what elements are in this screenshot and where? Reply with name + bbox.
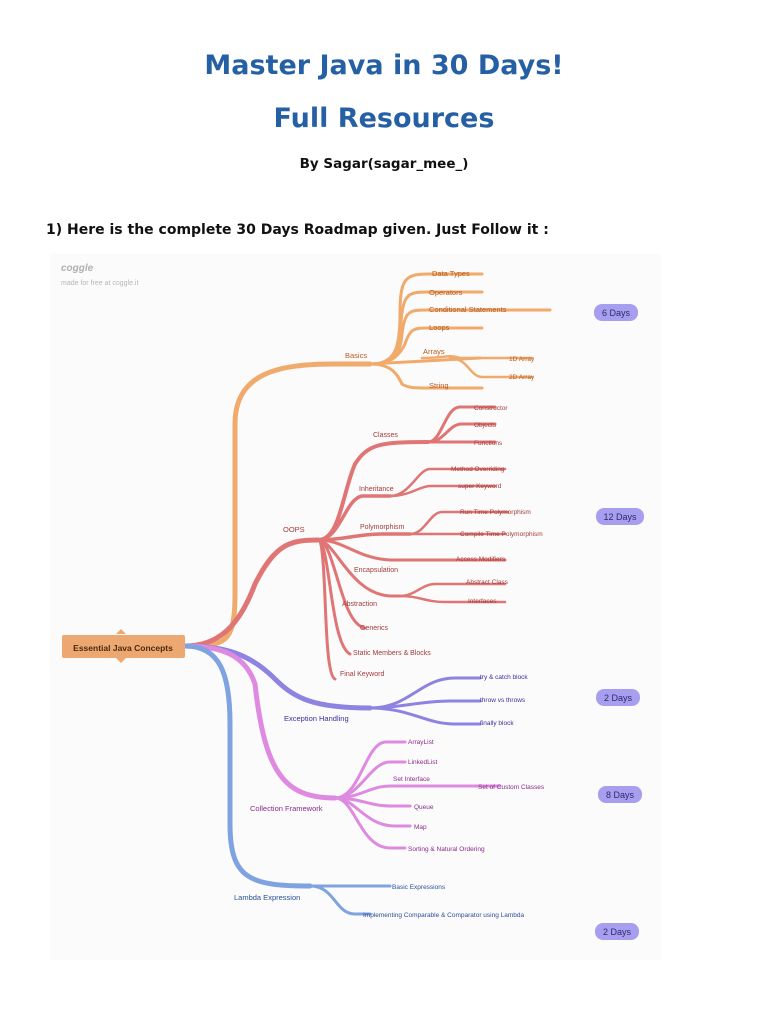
node-final-keyword: Final Keyword <box>340 671 384 678</box>
mindmap-canvas: coggle made for free at coggle.it Basics… <box>61 263 644 940</box>
badge-basics-label: 6 Days <box>602 308 631 318</box>
root-node-label: Essential Java Concepts <box>73 643 173 653</box>
badge-basics: 6 Days <box>594 304 638 321</box>
node-compile-time-polymorphism: Compile Time Polymorphism <box>460 531 543 538</box>
node-oops: OOPS <box>283 525 305 534</box>
coggle-watermark: made for free at coggle.it <box>61 280 138 287</box>
node-string: String <box>429 381 449 390</box>
page-subtitle: Full Resources <box>273 103 495 134</box>
node-set-custom-classes: Set of Custom Classes <box>478 784 545 791</box>
node-throw-throws: throw vs throws <box>480 697 526 704</box>
mindmap-image: coggle made for free at coggle.it Basics… <box>50 254 661 960</box>
root-node: Essential Java Concepts <box>62 629 185 663</box>
node-linkedlist: LinkedList <box>408 759 437 766</box>
badge-oops: 12 Days <box>596 508 644 525</box>
badge-exception: 2 Days <box>596 689 640 706</box>
node-access-modifiers: Access Modifiers <box>456 556 506 563</box>
node-comparable-comparator: Implementing Comparable & Comparator usi… <box>363 912 525 919</box>
coggle-logo: coggle <box>61 263 94 274</box>
node-objects: Objects <box>474 422 497 429</box>
node-constructor: Constructor <box>474 405 508 412</box>
node-polymorphism: Polymorphism <box>360 524 405 531</box>
node-abstraction: Abstraction <box>342 601 377 608</box>
node-collection-framework: Collection Framework <box>250 804 323 813</box>
node-basic-expressions: Basic Expressions <box>392 884 446 891</box>
badge-exception-label: 2 Days <box>604 693 633 703</box>
badge-collection: 8 Days <box>598 786 642 803</box>
badge-lambda: 2 Days <box>595 923 639 940</box>
node-arraylist: ArrayList <box>408 739 434 746</box>
page-title: Master Java in 30 Days! <box>204 50 564 81</box>
node-set-interface: Set Interface <box>393 776 430 783</box>
badge-lambda-label: 2 Days <box>603 927 632 937</box>
node-arrays: Arrays <box>423 347 445 356</box>
author-byline: By Sagar(sagar_mee_) <box>299 156 469 172</box>
node-basics: Basics <box>345 351 367 360</box>
node-super-keyword: super Keyword <box>458 483 502 490</box>
node-data-types: Data Types <box>432 269 470 278</box>
node-queue: Queue <box>414 804 434 811</box>
node-abstract-class: Abstract Class <box>466 579 509 586</box>
node-lambda-expression: Lambda Expression <box>234 893 300 902</box>
badge-collection-label: 8 Days <box>606 790 635 800</box>
node-interfaces: Interfaces <box>468 598 497 605</box>
node-conditional-statements: Conditional Statements <box>429 305 507 314</box>
node-inheritance: Inheritance <box>359 486 394 493</box>
node-generics: Generics <box>360 625 389 632</box>
node-sorting-ordering: Sorting & Natural Ordering <box>408 846 485 853</box>
node-encapsulation: Encapsulation <box>354 567 398 574</box>
node-1d-array: 1D Array <box>509 356 535 363</box>
node-finally-block: finally block <box>480 720 514 727</box>
node-try-catch: try & catch block <box>480 674 528 681</box>
node-operators: Operators <box>429 288 463 297</box>
node-classes: Classes <box>373 432 398 439</box>
node-functions: Functions <box>474 440 503 447</box>
node-exception-handling: Exception Handling <box>284 714 349 723</box>
node-method-overriding: Method Overriding <box>451 466 505 473</box>
node-2d-array: 2D Array <box>509 374 535 381</box>
node-loops: Loops <box>429 323 450 332</box>
section-heading: 1) Here is the complete 30 Days Roadmap … <box>46 222 549 238</box>
node-map: Map <box>414 824 427 831</box>
node-static-members: Static Members & Blocks <box>353 650 431 657</box>
node-runtime-polymorphism: Run Time Polymorphism <box>460 509 531 516</box>
badge-oops-label: 12 Days <box>603 512 637 522</box>
